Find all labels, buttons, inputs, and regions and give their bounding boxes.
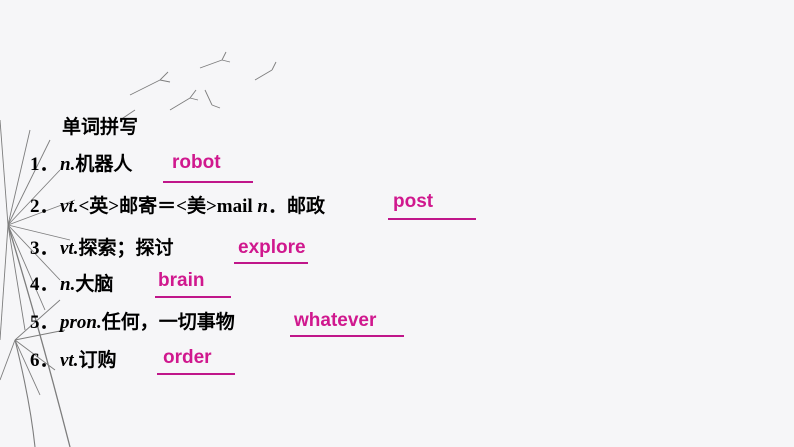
item-number: 3． xyxy=(30,238,59,259)
part-of-speech: n. xyxy=(60,154,76,175)
list-item: 5．pron.任何，一切事物 xyxy=(30,308,235,338)
item-number: 5． xyxy=(30,312,59,333)
chinese-meaning: ．邮政 xyxy=(268,196,326,217)
answer-blank xyxy=(163,153,253,183)
item-number: 2． xyxy=(30,196,59,217)
part-of-speech: vt. xyxy=(60,350,79,371)
chinese-meaning: 任何，一切事物 xyxy=(101,312,235,333)
answer-text: whatever xyxy=(294,310,377,331)
part-of-speech: n xyxy=(257,196,268,217)
list-item: 2．vt.<英>邮寄＝<美>mail n．邮政 xyxy=(30,192,325,222)
answer-blank xyxy=(290,307,404,337)
list-item: 6．vt.订购 xyxy=(30,346,116,376)
answer-blank xyxy=(388,190,476,220)
answer-blank xyxy=(155,268,231,298)
answer-text: order xyxy=(163,347,212,368)
list-item: 4．n.大脑 xyxy=(30,270,113,300)
chinese-meaning: 大脑 xyxy=(75,274,114,295)
answer-blank xyxy=(234,234,308,264)
list-item: 3．vt.探索；探讨 xyxy=(30,234,173,264)
answer-text: robot xyxy=(172,152,221,173)
part-of-speech: vt. xyxy=(60,196,79,217)
section-heading: 单词拼写 xyxy=(62,117,139,138)
item-number: 4． xyxy=(30,274,59,295)
chinese-meaning: <英>邮寄＝<美>mail xyxy=(78,196,258,217)
part-of-speech: n. xyxy=(60,274,76,295)
item-number: 6． xyxy=(30,350,59,371)
part-of-speech: pron. xyxy=(60,312,102,333)
chinese-meaning: 订购 xyxy=(78,350,117,371)
answer-blank xyxy=(157,345,235,375)
item-number: 1． xyxy=(30,154,59,175)
answer-text: brain xyxy=(158,270,205,291)
chinese-meaning: 机器人 xyxy=(75,154,133,175)
answer-text: post xyxy=(393,191,434,212)
answer-text: explore xyxy=(238,237,306,258)
part-of-speech: vt. xyxy=(60,238,79,259)
list-item: 1．n.机器人 xyxy=(30,150,132,180)
chinese-meaning: 探索；探讨 xyxy=(78,238,174,259)
